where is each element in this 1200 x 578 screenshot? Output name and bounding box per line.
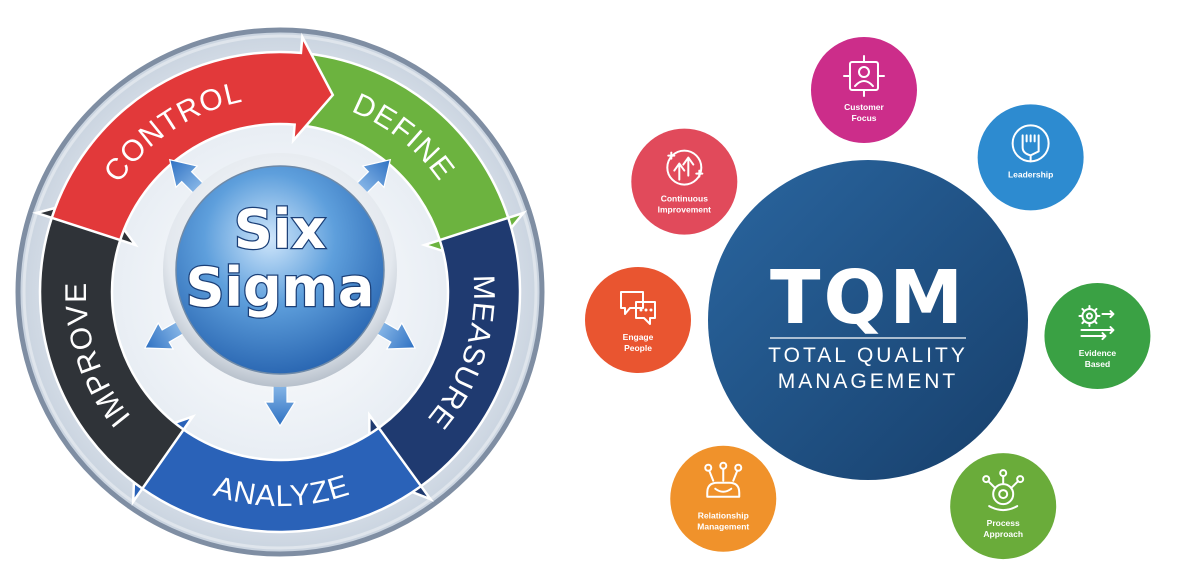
handshake-network-icon (704, 461, 743, 498)
principle-label: Focus (851, 113, 876, 123)
principle-label: Customer (844, 102, 884, 112)
center-title-six: Six (234, 198, 326, 261)
principle-label: Continuous (661, 194, 708, 204)
raised-fist-icon (1011, 124, 1050, 163)
principle-label: Approach (983, 529, 1023, 539)
customer-target-icon (842, 55, 885, 98)
principle-circle (631, 128, 738, 235)
phase-arrow-analyze (131, 414, 423, 534)
center-title-sigma: Sigma (186, 256, 375, 319)
principle-label: Improvement (658, 205, 712, 215)
tqm-title: TQM (770, 255, 966, 341)
phase-arrow-define (293, 51, 528, 266)
principle-label: Engage (623, 332, 654, 342)
phase-arrow-control (50, 32, 335, 242)
six-sigma-outer-rim (15, 27, 545, 557)
phase-ring (32, 32, 528, 534)
gear-network-icon (982, 469, 1025, 512)
principle-circle (950, 453, 1057, 560)
principle-circle (585, 267, 691, 373)
principle-label: Management (697, 522, 749, 532)
tqm-center-circle (708, 160, 1028, 480)
upward-arrows-icon (666, 149, 704, 186)
principle-label: Process (987, 518, 1020, 528)
principle-label: Leadership (1008, 169, 1053, 179)
principle-label: People (624, 343, 652, 353)
principle-circle (670, 445, 777, 552)
tqm-subtitle-line2: MANAGEMENT (778, 370, 959, 393)
center-globe (175, 165, 385, 375)
tqm-principles: CustomerFocusLeadershipEvidenceBasedProc… (585, 37, 1151, 560)
phase-arrow-improve (32, 194, 186, 491)
principle-label: Relationship (698, 511, 749, 521)
tqm-subtitle-line1: TOTAL QUALITY (768, 344, 968, 367)
chat-bubbles-icon (620, 291, 656, 325)
gear-arrows-icon (1078, 305, 1115, 341)
tqm-diagram: TQM TOTAL QUALITY MANAGEMENT CustomerFoc… (585, 37, 1151, 560)
phase-arrow-measure (368, 216, 522, 502)
principle-leadership: Leadership (977, 104, 1084, 211)
principle-label: Based (1085, 359, 1111, 369)
principle-label: Evidence (1079, 348, 1117, 358)
